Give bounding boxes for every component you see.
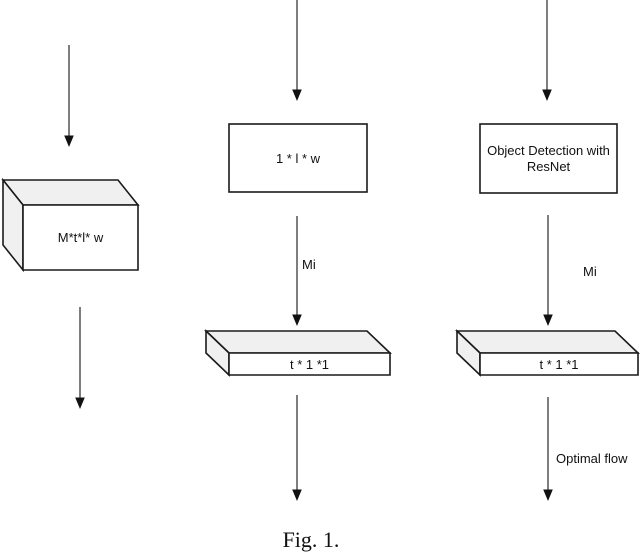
arrowhead-icon — [543, 489, 553, 501]
arrowhead-icon — [64, 135, 74, 147]
middle-process-box — [228, 123, 368, 193]
right-slab-label: t * 1 *1 — [539, 356, 579, 372]
left-cuboid — [1, 177, 140, 273]
arrow-left-top-icon — [64, 45, 74, 147]
right-mi-arrow-label: Mi — [583, 264, 597, 279]
cuboid-front-face — [22, 204, 139, 271]
arrowhead-icon — [292, 489, 302, 501]
right-box-label: Object Detection with ResNet — [487, 142, 610, 174]
slab-top-face — [204, 330, 392, 354]
arrow-left-bottom-icon — [75, 307, 85, 409]
arrow-right-top-icon — [542, 0, 552, 101]
arrowhead-icon — [75, 397, 85, 409]
arrow-middle-top-icon — [292, 0, 302, 101]
arrow-middle-bottom-icon — [292, 395, 302, 501]
arrowhead-icon — [292, 89, 302, 101]
arrow-right-mi-icon — [543, 215, 553, 326]
figure-caption: Fig. 1. — [282, 527, 340, 552]
middle-mi-arrow-label: Mi — [302, 257, 316, 272]
middle-slab-label: t * 1 *1 — [289, 356, 330, 372]
slab-front-face — [479, 352, 639, 376]
arrowhead-icon — [543, 314, 553, 326]
middle-slab — [204, 329, 392, 377]
cuboid-top-face — [1, 179, 140, 206]
arrow-right-bottom-icon — [543, 397, 553, 501]
arrow-middle-mi-icon — [292, 216, 302, 326]
optimal-flow-label: Optimal flow — [556, 451, 628, 466]
slab-front-face — [228, 352, 391, 376]
middle-box-label: 1 * l * w — [275, 150, 321, 166]
arrowhead-icon — [542, 89, 552, 101]
arrowhead-icon — [292, 314, 302, 326]
right-slab — [455, 329, 640, 377]
right-process-box — [479, 123, 618, 194]
slab-top-face — [455, 330, 640, 354]
left-cuboid-label: M*t*l* w — [57, 230, 104, 245]
